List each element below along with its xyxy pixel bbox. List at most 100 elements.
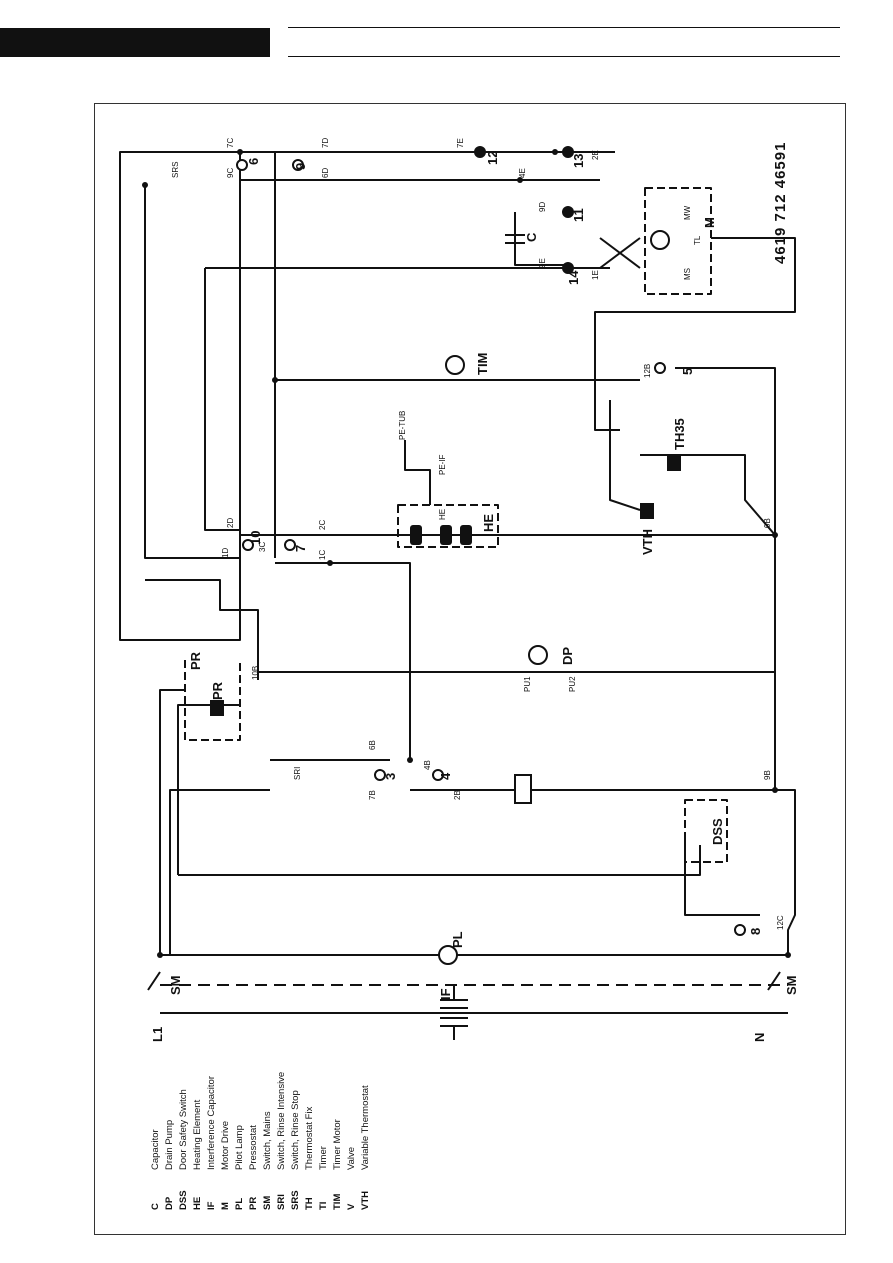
label-n: N bbox=[752, 1033, 767, 1042]
header-rule-bottom bbox=[288, 56, 840, 57]
th35-body bbox=[667, 455, 681, 471]
label-9d: 9D bbox=[538, 202, 547, 212]
contact-12 bbox=[474, 146, 486, 158]
legend-item: SRI Switch, Rinse Intensive bbox=[276, 1072, 287, 1210]
legend-text: Thermostat Fix bbox=[304, 1106, 315, 1170]
motor-box bbox=[644, 187, 712, 295]
legend-code: M bbox=[220, 1202, 231, 1210]
legend-text: Heating Element bbox=[192, 1099, 203, 1170]
he-element-1 bbox=[410, 525, 422, 545]
label-14: 14 bbox=[566, 270, 581, 285]
valve-coil-icon bbox=[514, 774, 532, 804]
label-3: 3 bbox=[383, 773, 398, 780]
legend-text: Switch, Mains bbox=[262, 1111, 273, 1170]
legend-code: TH bbox=[304, 1197, 315, 1210]
legend-code: TI bbox=[318, 1201, 329, 1210]
legend-item: V Valve bbox=[346, 1147, 357, 1210]
label-l1: L1 bbox=[150, 1027, 165, 1042]
legend-text: Door Safety Switch bbox=[178, 1089, 189, 1170]
label-5: 5 bbox=[680, 368, 695, 375]
contact-9 bbox=[292, 159, 304, 171]
legend-code: SRI bbox=[276, 1194, 287, 1210]
junction bbox=[327, 560, 333, 566]
label-6: 6 bbox=[246, 158, 261, 165]
contact-10 bbox=[242, 539, 254, 551]
legend-code: HE bbox=[192, 1196, 203, 1210]
label-1c: 1C bbox=[318, 550, 327, 560]
contact-11 bbox=[562, 206, 574, 218]
junction bbox=[237, 149, 243, 155]
label-9b: 9B bbox=[763, 770, 772, 780]
legend-item: SRSSwitch, Rinse Stop bbox=[290, 1090, 301, 1210]
legend-item: VTHVariable Thermostat bbox=[360, 1085, 371, 1210]
label-sri: SRI bbox=[293, 767, 302, 780]
label-4e: 4E bbox=[518, 168, 527, 178]
legend-code: VTH bbox=[360, 1191, 371, 1210]
label-tl: TL bbox=[693, 235, 702, 245]
wire-mid-loop bbox=[145, 579, 259, 680]
label-pu1: PU1 bbox=[523, 676, 532, 692]
junction bbox=[772, 787, 778, 793]
vth-body bbox=[640, 503, 654, 519]
wire-l1-up bbox=[159, 689, 185, 955]
label-4: 4 bbox=[438, 772, 453, 780]
he-element-3 bbox=[460, 525, 472, 545]
label-c: C bbox=[524, 232, 539, 242]
pr-body bbox=[210, 700, 224, 716]
label-pl: PL bbox=[450, 931, 465, 948]
label-9: 9 bbox=[293, 163, 308, 170]
legend-text: Interference Capacitor bbox=[206, 1076, 217, 1170]
legend-item: DSS Door Safety Switch bbox=[178, 1089, 189, 1210]
legend-item: TIMTimer Motor bbox=[332, 1119, 343, 1210]
wire-dss bbox=[178, 845, 701, 876]
wire-5 bbox=[675, 367, 776, 535]
wire-pr-box bbox=[184, 660, 241, 741]
label-th35: TH35 bbox=[672, 418, 687, 450]
legend-text: Capacitor bbox=[150, 1129, 161, 1170]
contact-3 bbox=[374, 769, 386, 781]
legend-text: Motor Drive bbox=[220, 1120, 231, 1170]
header-rule-top bbox=[288, 27, 840, 28]
wire-pe bbox=[404, 440, 431, 505]
legend-code: DP bbox=[164, 1196, 175, 1210]
junction bbox=[552, 149, 558, 155]
diagram-frame bbox=[94, 103, 846, 1235]
legend-code: DSS bbox=[178, 1190, 189, 1210]
label-7: 7 bbox=[293, 545, 308, 552]
legend-item: PRPressostat bbox=[248, 1125, 259, 1210]
legend-item: TI Timer bbox=[318, 1146, 329, 1210]
legend-text: Pilot Lamp bbox=[234, 1125, 245, 1170]
legend-text: Timer bbox=[318, 1146, 329, 1170]
label-2d: 2D bbox=[226, 518, 235, 528]
junction bbox=[157, 952, 163, 958]
wire-top-loop bbox=[119, 151, 241, 641]
label-m: M bbox=[702, 217, 717, 228]
label-10b: 10B bbox=[251, 666, 260, 680]
label-if: IF bbox=[438, 988, 453, 1000]
junction bbox=[517, 177, 523, 183]
label-6d: 6D bbox=[321, 168, 330, 178]
label-dp: DP bbox=[560, 647, 575, 665]
contact-8 bbox=[734, 924, 746, 936]
legend-item: C Capacitor bbox=[150, 1129, 161, 1210]
legend-text: Valve bbox=[346, 1146, 357, 1170]
label-9e: 9E bbox=[538, 258, 547, 268]
contact-4 bbox=[432, 769, 444, 781]
legend-code: SRS bbox=[290, 1190, 301, 1210]
legend-text: Switch, Rinse Intensive bbox=[276, 1071, 287, 1170]
label-pr-box: PR bbox=[188, 651, 203, 670]
sm-bottom-switch bbox=[767, 971, 781, 991]
label-12c: 12C bbox=[776, 915, 785, 930]
label-7b: 7B bbox=[368, 790, 377, 800]
label-mw: MW bbox=[683, 205, 692, 220]
contact-7 bbox=[284, 539, 296, 551]
label-srs: SRS bbox=[171, 162, 180, 178]
label-1e: 1E bbox=[591, 270, 600, 280]
label-sm-bottom: SM bbox=[784, 976, 799, 996]
wire-th35 bbox=[640, 454, 776, 536]
legend-code: C bbox=[150, 1203, 161, 1210]
legend-code: V bbox=[346, 1203, 357, 1210]
label-he-small: HE bbox=[438, 509, 447, 520]
contact-6 bbox=[236, 159, 248, 171]
label-he: HE bbox=[481, 514, 496, 532]
